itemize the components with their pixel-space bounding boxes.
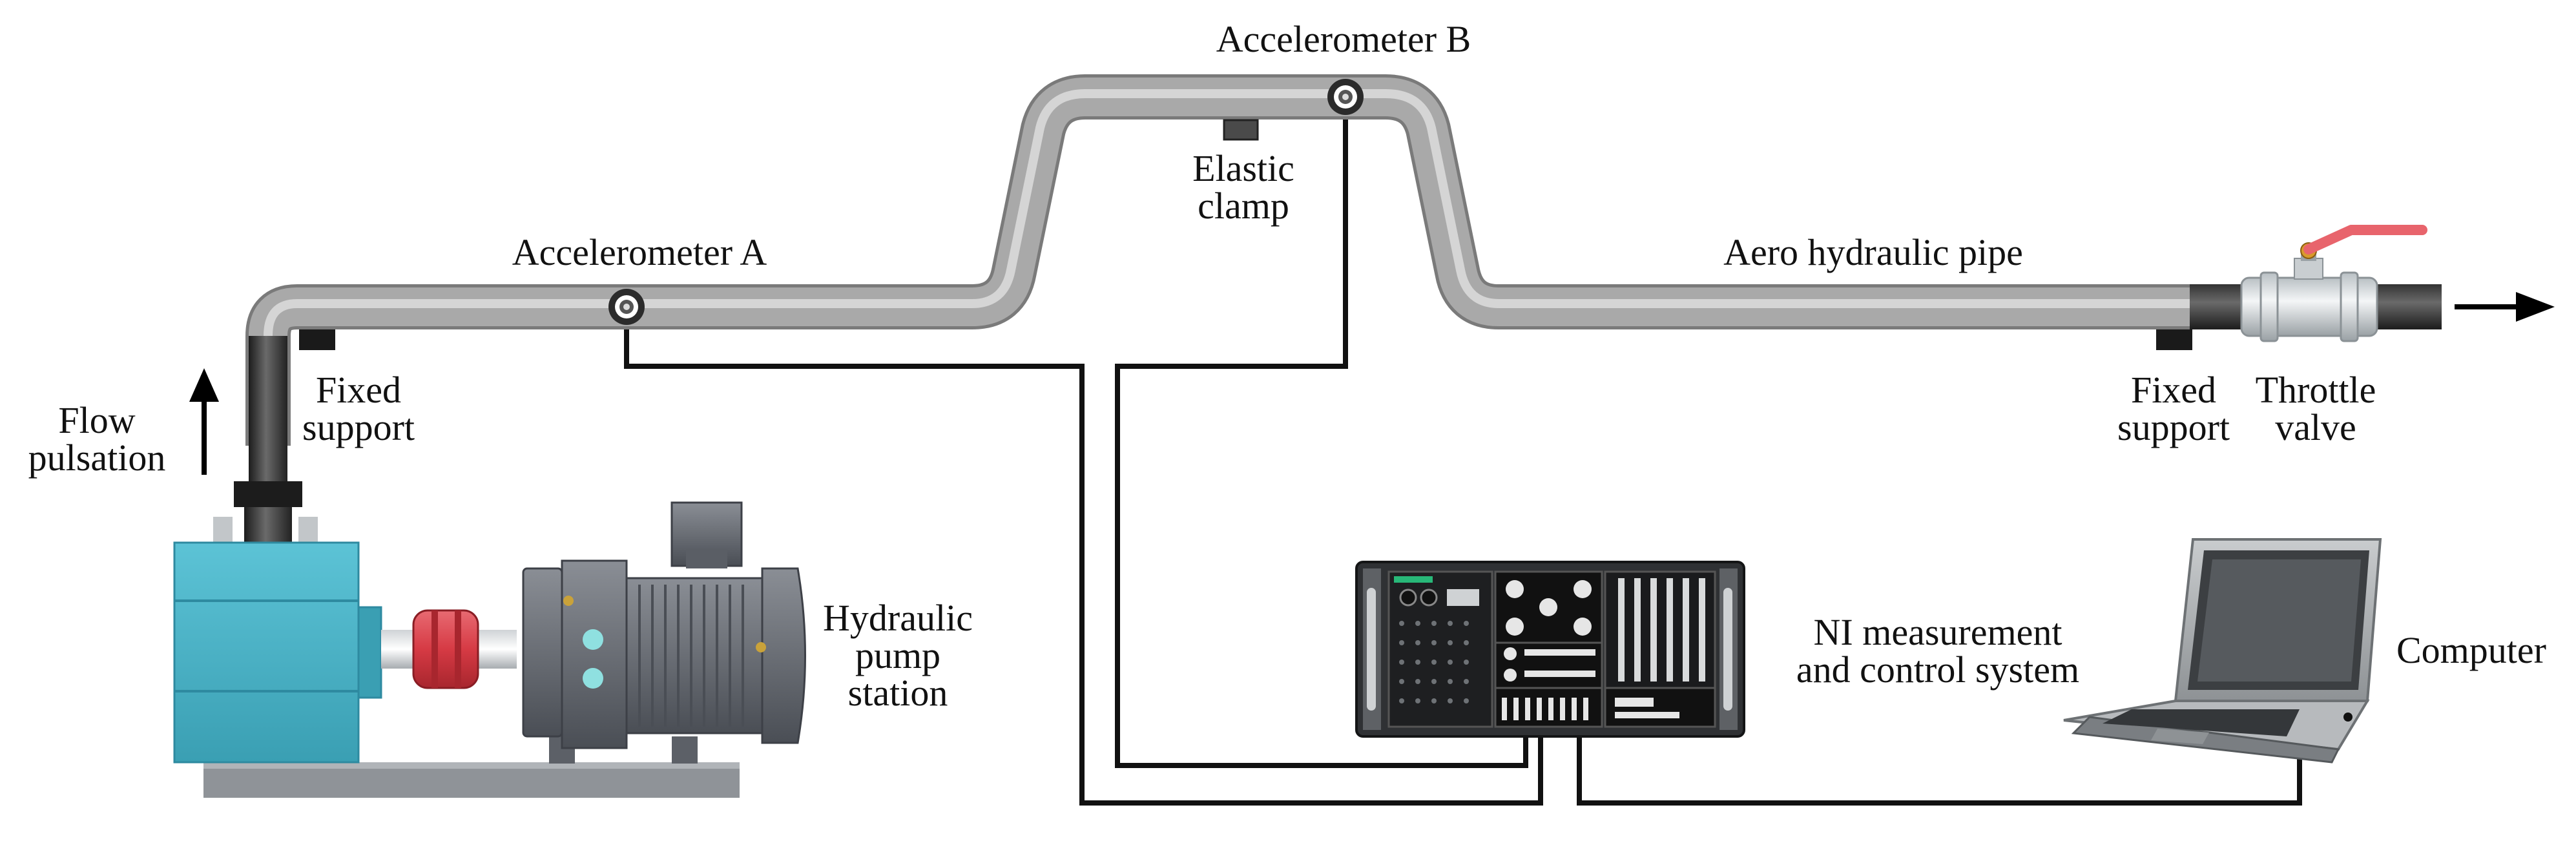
fixed-support-left-label: Fixed support [302,369,415,448]
flow-pulsation-label: Flow pulsation [28,399,166,479]
elastic-clamp-block [1223,119,1259,141]
fixed-support-right-block [2156,329,2192,350]
fixed-support-left-block [299,329,335,350]
coupling [412,609,479,689]
valve-handle [2303,225,2427,255]
cable-accelerometer-b [1115,98,1528,768]
motor-body [625,577,763,734]
accelerometer-b-label: Accelerometer B [1216,18,1471,60]
accelerometer-b [1327,79,1364,115]
aero-hydraulic-pipe [245,74,2442,517]
computer-laptop [2063,538,2382,764]
outlet-flow-arrow [2455,292,2555,322]
ni-chassis [1355,561,1745,738]
ni-system-label: NI measurement and control system [1796,611,2080,691]
outlet-pipe-right [2377,284,2442,329]
accelerometer-a-label: Accelerometer A [512,231,767,273]
pump-body [173,541,360,764]
hydraulic-pump-station [173,481,806,798]
elastic-clamp-label: Elastic clamp [1192,147,1294,227]
flow-pulsation-arrow [189,368,219,475]
aero-hydraulic-pipe-label: Aero hydraulic pipe [1723,231,2023,273]
hydraulic-pump-station-label: Hydraulic pump station [823,597,973,714]
throttle-valve-label: Throttle valve [2255,369,2376,448]
fixed-support-right-label: Fixed support [2117,369,2230,448]
cable-accelerometer-a [624,317,1543,806]
computer-label: Computer [2396,629,2546,671]
accelerometer-a [608,289,645,325]
cable-computer [1577,736,2302,806]
outlet-pipe-left [2190,284,2241,329]
signal-cables [624,98,2302,806]
pump-flange [234,481,302,507]
pipe-highlight [264,89,2196,446]
throttle-valve [2240,225,2427,342]
